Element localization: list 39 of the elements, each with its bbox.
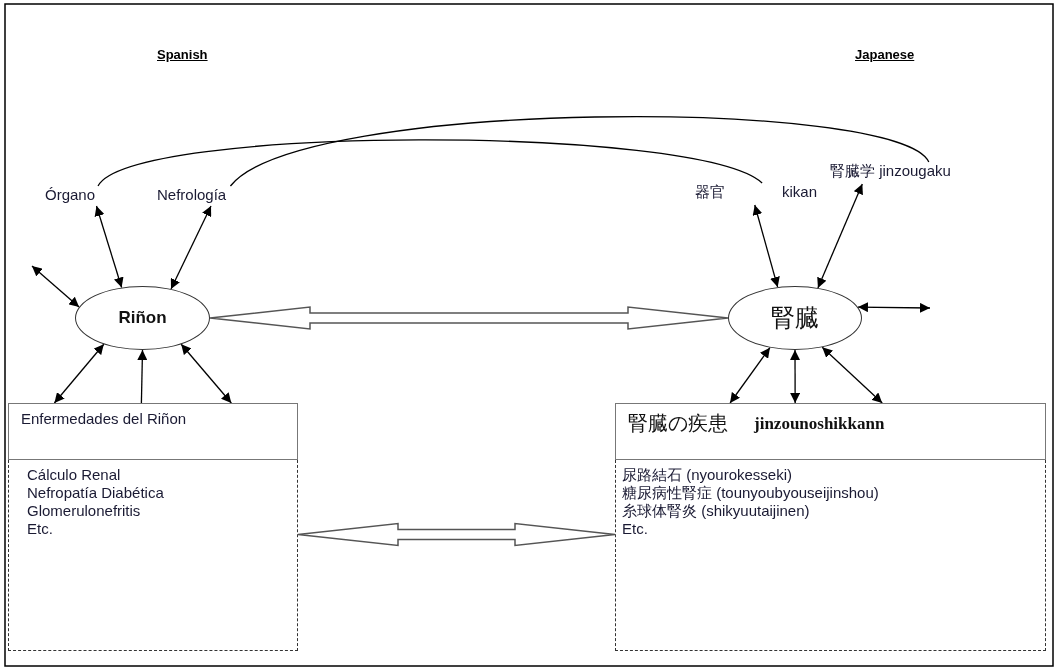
- arrow: [790, 349, 801, 404]
- concept-ellipse: [75, 286, 210, 350]
- term-text: Órgano: [45, 186, 96, 203]
- disease-list-box: [8, 460, 298, 651]
- column-heading: Spanish: [157, 47, 208, 62]
- arrow: [137, 349, 148, 404]
- term-text: Nefrología: [157, 186, 227, 203]
- hollow-double-arrow: [209, 306, 729, 330]
- list-item: Etc.: [27, 520, 53, 538]
- arrow: [180, 343, 232, 404]
- list-item: Glomerulonefritis: [27, 502, 141, 520]
- term-text: 腎臓学 jinzougaku: [830, 162, 951, 181]
- list-item: Etc.: [622, 520, 648, 538]
- list-item: 糖尿病性腎症 (tounyoubyouseijinshou): [622, 484, 879, 502]
- concept-text: 腎臓: [771, 303, 819, 333]
- category-title: jinzounoshikkann: [754, 413, 885, 434]
- list-item: 糸球体腎炎 (shikyuutaijinen): [622, 502, 810, 520]
- category-title: Enfermedades del Riñon: [21, 410, 187, 427]
- arrow: [752, 204, 780, 288]
- connector-curve: [97, 139, 763, 187]
- disease-list-box: [615, 460, 1046, 651]
- list-item: 尿路結石 (nyourokesseki): [622, 466, 793, 484]
- arrow: [857, 302, 931, 313]
- concept-text: Riñon: [118, 308, 167, 328]
- connector-curve: [229, 116, 930, 187]
- column-heading: Japanese: [855, 47, 915, 62]
- arrow: [53, 343, 105, 404]
- hollow-double-arrow: [297, 522, 616, 547]
- arrow: [31, 265, 80, 308]
- category-box: [615, 403, 1046, 460]
- list-item: Nefropatía Diabética: [27, 484, 164, 502]
- term-text: kikan: [781, 183, 817, 202]
- category-box: [8, 403, 298, 460]
- term-text: 器官: [695, 183, 725, 202]
- category-title: 腎臓の疾患: [628, 411, 728, 436]
- list-item: Cálculo Renal: [27, 466, 121, 484]
- arrow: [170, 205, 212, 290]
- arrow: [821, 346, 883, 404]
- arrow: [729, 347, 771, 404]
